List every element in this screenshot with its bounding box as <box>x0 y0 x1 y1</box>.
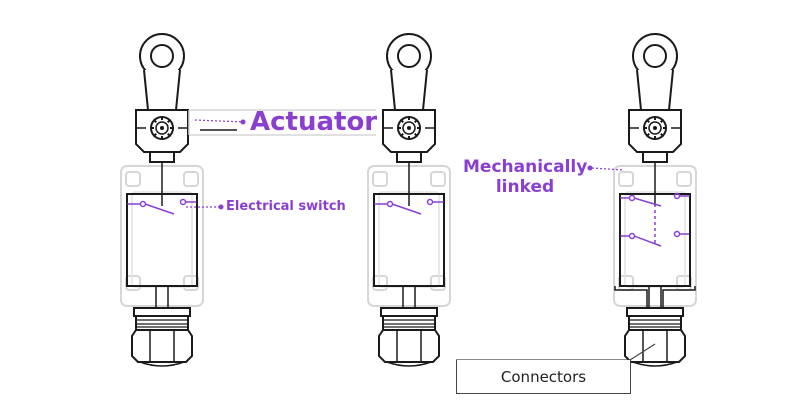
switch-callout <box>186 204 224 210</box>
actuator-callout <box>188 109 376 136</box>
mechanically-linked-line-2: linked <box>495 177 555 197</box>
limit-switch-3 <box>613 33 697 367</box>
linked-callout <box>587 165 625 171</box>
switch-contacts-upper <box>620 192 690 207</box>
actuator-label: Actuator <box>250 107 378 137</box>
switch-contacts <box>127 198 197 215</box>
electrical-switch-label: Electrical switch <box>226 199 346 214</box>
connectors-label: Connectors <box>456 360 631 394</box>
limit-switch-1 <box>120 33 204 367</box>
switch-contacts-lower <box>620 230 690 247</box>
switch-contacts <box>374 198 444 215</box>
mechanically-linked-line-1: Mechanically <box>463 157 588 177</box>
limit-switch-2 <box>367 33 451 367</box>
mechanically-linked-label: Mechanically linked <box>463 157 587 197</box>
